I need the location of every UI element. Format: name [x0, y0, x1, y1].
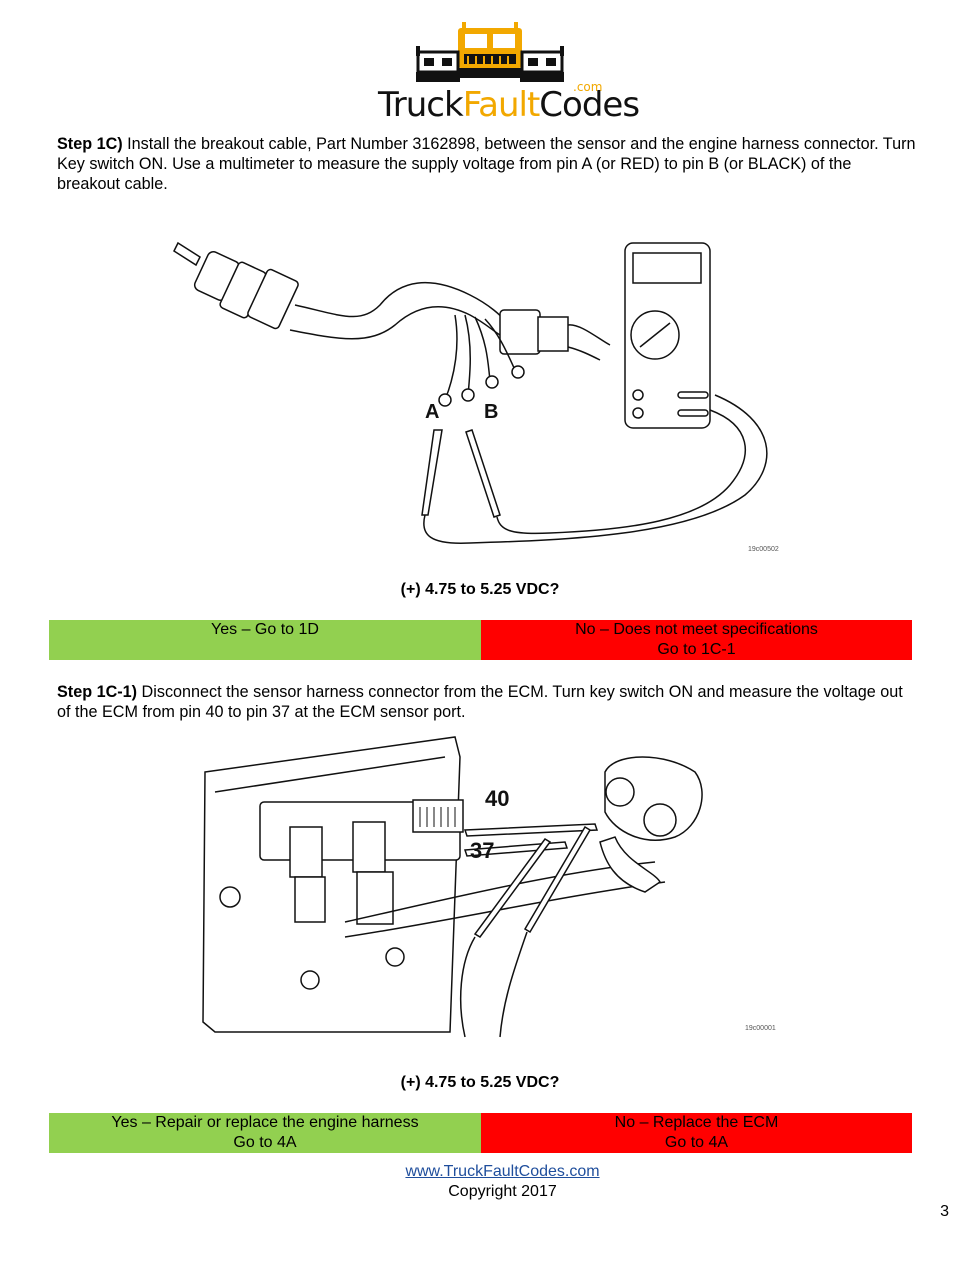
step-1c-label: Step 1C): [57, 135, 123, 153]
pin-b-label: B: [484, 401, 498, 423]
step-1c1-text: Disconnect the sensor harness connector …: [57, 683, 903, 721]
pin-37-label: 37: [470, 838, 494, 863]
decision-table-1: Yes – Go to 1D No – Does not meet specif…: [49, 620, 912, 660]
breakout-cable-figure: A B 19c00502: [173, 241, 779, 553]
ecm-port-figure: 40 37 19c00001: [202, 736, 776, 1038]
decision-table-2: Yes – Repair or replace the engine harne…: [49, 1113, 912, 1153]
question-1: (+) 4.75 to 5.25 VDC?: [400, 581, 560, 598]
footer-copyright: Copyright 2017: [448, 1183, 557, 1200]
logo-wordmark: TruckFaultCodes: [378, 85, 640, 125]
figure-1-code: 19c00502: [748, 546, 779, 553]
decision-1-yes: Yes – Go to 1D: [49, 620, 481, 660]
footer: www.TruckFaultCodes.com Copyright 2017: [0, 1162, 979, 1202]
step-1c1-label: Step 1C-1): [57, 683, 138, 701]
site-logo: TruckFaultCodes .com: [370, 18, 640, 130]
page-number: 3: [940, 1203, 949, 1220]
truck-logo-icon: [416, 22, 564, 82]
decision-2-yes: Yes – Repair or replace the engine harne…: [49, 1113, 481, 1153]
pin-a-label: A: [425, 401, 439, 423]
step-1c1-paragraph: Step 1C-1) Disconnect the sensor harness…: [57, 682, 917, 722]
pin-40-label: 40: [485, 786, 509, 811]
figure-2-code: 19c00001: [745, 1025, 776, 1032]
step-1c-text: Install the breakout cable, Part Number …: [57, 135, 916, 193]
footer-website-link[interactable]: www.TruckFaultCodes.com: [405, 1163, 600, 1180]
logo-dotcom: .com: [573, 80, 603, 94]
question-2: (+) 4.75 to 5.25 VDC?: [400, 1074, 560, 1091]
step-1c-paragraph: Step 1C) Install the breakout cable, Par…: [57, 134, 917, 194]
